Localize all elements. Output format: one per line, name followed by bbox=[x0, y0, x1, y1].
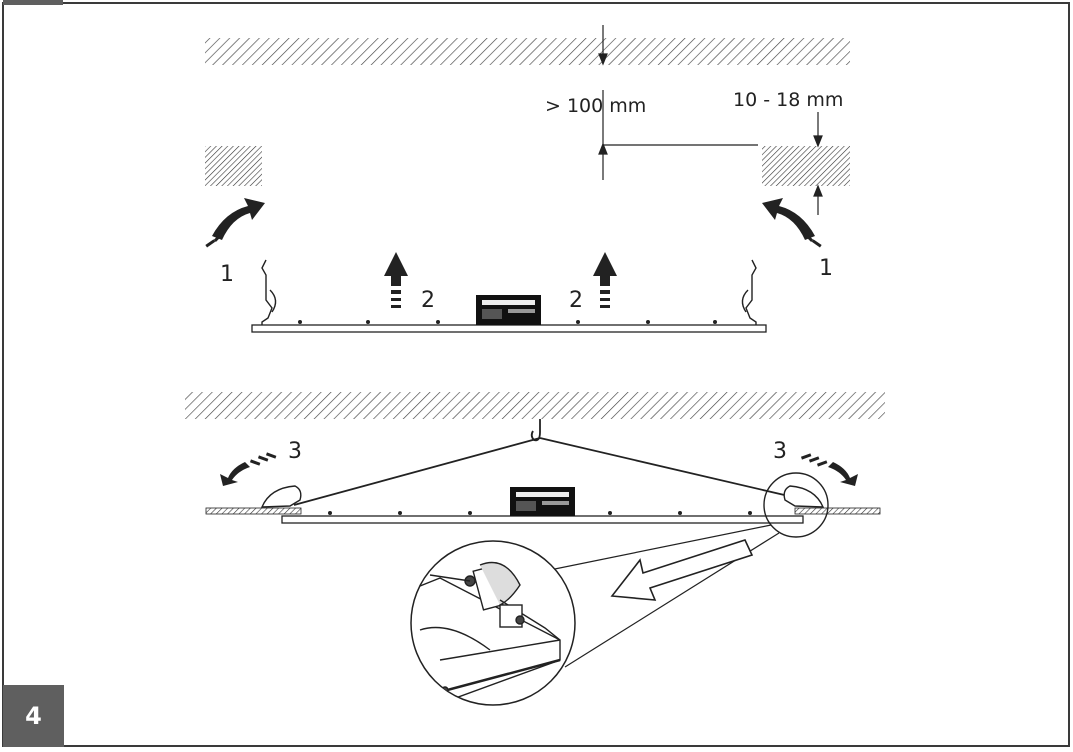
step-2-left-label: 2 bbox=[421, 288, 435, 313]
zoom-detail bbox=[410, 540, 576, 706]
driver-box-bottom bbox=[510, 487, 575, 516]
clearance-dimension bbox=[598, 25, 758, 180]
driver-box-top bbox=[476, 295, 541, 325]
lift-arrow-right bbox=[593, 252, 617, 308]
spring-clip-bottom-left bbox=[260, 485, 302, 508]
detail-marker-circle bbox=[763, 472, 829, 538]
clearance-label: > 100 mm bbox=[545, 95, 646, 117]
step-2-right-label: 2 bbox=[569, 288, 583, 313]
suspension-cables bbox=[293, 437, 794, 506]
ceiling-tile-bottom-left bbox=[205, 507, 302, 515]
step-3-left-label: 3 bbox=[288, 439, 302, 464]
ceiling-slab-bottom bbox=[185, 392, 885, 419]
corner-tab bbox=[3, 0, 63, 5]
ceiling-tile-left bbox=[205, 146, 262, 186]
rotate-arrow-bottom-left bbox=[220, 452, 277, 486]
step-number-badge: 4 bbox=[3, 685, 64, 747]
thickness-dimension bbox=[813, 112, 823, 215]
rotate-arrow-right bbox=[762, 198, 822, 248]
spring-clip-bottom-right bbox=[783, 485, 825, 508]
step-1-right-label: 1 bbox=[819, 256, 833, 281]
spring-clip-left bbox=[261, 259, 277, 325]
spring-clip-right bbox=[741, 259, 757, 325]
step-3-right-label: 3 bbox=[773, 439, 787, 464]
step-1-left-label: 1 bbox=[220, 262, 234, 287]
rotate-arrow-left bbox=[205, 198, 265, 248]
ceiling-slab-top bbox=[205, 38, 850, 65]
lift-arrow-left bbox=[384, 252, 408, 308]
ceiling-tile-right bbox=[762, 146, 850, 186]
thickness-label: 10 - 18 mm bbox=[733, 89, 843, 111]
hanging-hook bbox=[530, 419, 541, 442]
rotate-arrow-bottom-right bbox=[800, 453, 858, 486]
ceiling-tile-bottom-right bbox=[794, 507, 881, 515]
callout-arrow bbox=[610, 539, 754, 601]
